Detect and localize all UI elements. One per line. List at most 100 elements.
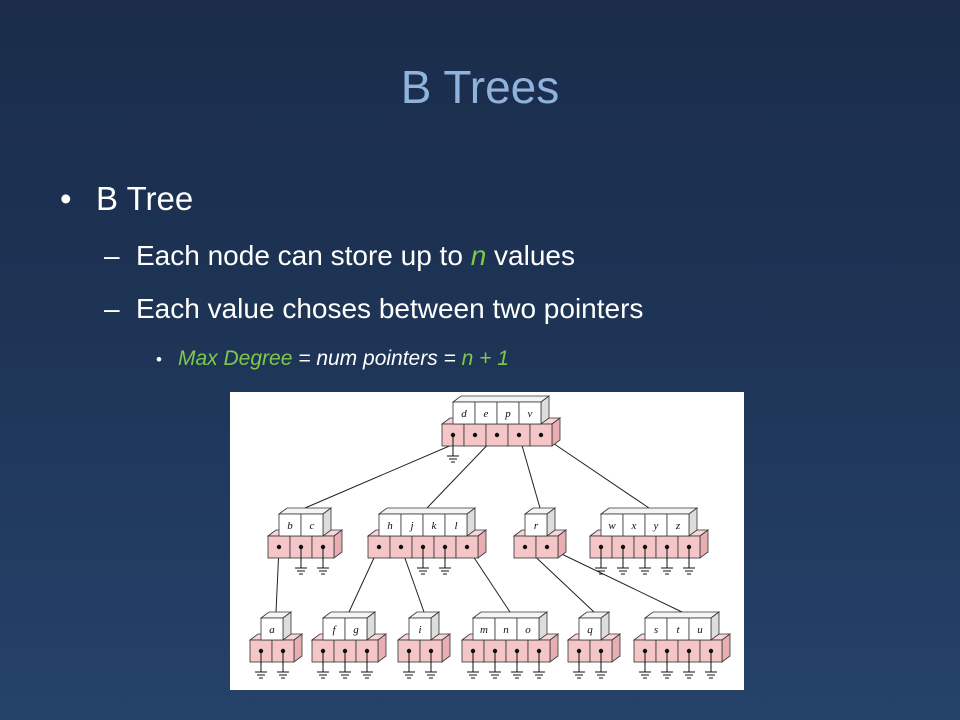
max-degree-mid: = num pointers = [292,347,462,370]
key-cell [578,617,602,641]
key-cell [516,617,540,641]
pointer-dot [428,648,434,654]
pointer-dot [492,648,498,654]
bullet-dot-icon: • [156,350,162,369]
key-label: z [675,520,681,532]
pointer-dot [364,648,370,654]
key-row-top [277,507,333,515]
key-label: s [654,624,658,636]
key-row-top [599,507,699,515]
key-label: k [432,520,438,532]
key-label: e [484,408,489,420]
key-label: b [287,520,293,532]
pointer-dot [406,648,412,654]
child-pointer-link [546,546,683,613]
max-degree-term: Max Degree [178,347,293,370]
bullet-text: B Tree [96,180,194,217]
key-label: c [310,520,315,532]
pointer-dot [376,544,382,550]
child-pointer-link [518,434,541,509]
key-label: w [608,520,616,532]
pointer-dot [320,648,326,654]
dash-icon: – [104,293,120,324]
pointer-dot [494,432,500,438]
pointer-dot [642,648,648,654]
pointer-dot [276,544,282,550]
internal-node: r [512,507,568,559]
key-label: g [353,624,359,636]
sub-bullet-pointers: –Each value choses between two pointers [104,293,643,325]
pointer-dot [536,648,542,654]
key-label: x [631,520,637,532]
key-label: v [528,408,533,420]
key-cell [524,513,548,537]
key-label: y [653,520,659,532]
pointer-dot [598,648,604,654]
child-pointer-link [426,434,498,509]
pointer-dot [514,648,520,654]
pointer-dot [280,648,286,654]
sub-sub-bullet-max-degree: • Max Degree = num pointers = n + 1 [156,347,509,371]
key-cell [300,513,324,537]
child-pointer-link [540,434,650,509]
pointer-dot [664,648,670,654]
key-row-top [377,507,477,515]
key-label: p [504,408,511,420]
pointer-dot [464,544,470,550]
pointer-dot [516,432,522,438]
key-row-top [451,395,551,403]
key-label: l [454,520,457,532]
pointer-dot [398,544,404,550]
leaf-node: a [248,611,304,679]
key-row-top [643,611,721,619]
leaf-node: m n o [460,611,560,679]
sub1-text-pre: Each node can store up to [136,240,471,271]
key-label: t [676,624,680,636]
key-row-top [321,611,377,619]
bullet-b-tree: •B Tree [60,180,193,218]
pointer-dot [538,432,544,438]
key-cell [688,617,712,641]
key-cell [260,617,284,641]
leaf-node: s t u [632,611,732,679]
key-cell [408,617,432,641]
key-label: f [332,624,337,636]
key-label: a [269,624,275,636]
pointer-dot [470,648,476,654]
pointer-dot [522,544,528,550]
key-label: h [387,520,393,532]
pointer-dot [708,648,714,654]
max-degree-value: n + 1 [461,347,509,370]
key-label: q [587,624,593,636]
pointer-dot [544,544,550,550]
pointer-dot [342,648,348,654]
internal-node: w x y z [588,507,710,575]
key-row-top [471,611,549,619]
key-cell [518,401,542,425]
key-label: i [418,624,421,636]
sub1-text-post: values [486,240,575,271]
key-cell [444,513,468,537]
child-pointer-link [304,434,476,509]
pointer-dot [686,648,692,654]
sub1-variable: n [470,240,487,271]
leaf-node: i [396,611,452,679]
key-label: m [480,624,488,636]
key-label: u [697,624,703,636]
key-cell [666,513,690,537]
key-label: d [461,408,467,420]
key-label: j [408,520,413,532]
key-cell [344,617,368,641]
key-label: n [503,624,509,636]
key-label: o [525,624,531,636]
sub2-text: Each value choses between two pointers [136,293,644,324]
key-label: r [534,520,539,532]
dash-icon: – [104,240,120,271]
leaf-node: q [566,611,622,679]
pointer-dot [576,648,582,654]
